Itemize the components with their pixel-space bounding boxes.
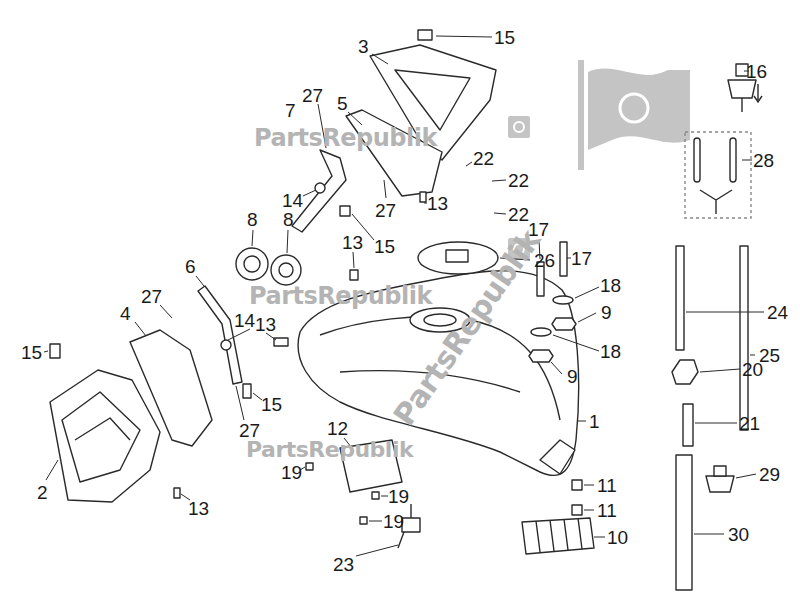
- callout-number: 4: [120, 304, 131, 323]
- callout-number: 1: [589, 412, 600, 431]
- callout-number: 15: [374, 237, 395, 256]
- callout-number: 13: [342, 233, 363, 252]
- callout-number: 27: [375, 201, 396, 220]
- callout-number: 16: [746, 62, 767, 81]
- watermark: PartsRepublik: [254, 126, 437, 150]
- callout-number: 27: [141, 287, 162, 306]
- callout-number: 6: [185, 257, 196, 276]
- callout-number: 27: [239, 421, 260, 440]
- callout-number: 10: [607, 528, 628, 547]
- callout-number: 15: [494, 28, 515, 47]
- callout-number: 19: [383, 512, 404, 531]
- callout-number: 5: [337, 94, 348, 113]
- callout-number: 23: [333, 555, 354, 574]
- callout-number: 24: [767, 303, 788, 322]
- leader-lines: [44, 36, 764, 556]
- callout-number: 2: [37, 483, 48, 502]
- callout-number: 8: [283, 210, 294, 229]
- callout-number: 9: [567, 367, 578, 386]
- callout-number: 9: [601, 303, 612, 322]
- callout-number: 21: [739, 414, 760, 433]
- callout-number: 22: [473, 149, 494, 168]
- callout-number: 30: [728, 525, 749, 544]
- callout-number: 22: [508, 205, 529, 224]
- callout-number: 15: [21, 343, 42, 362]
- callout-number: 14: [234, 311, 255, 330]
- callout-number: 13: [255, 315, 276, 334]
- callout-number: 13: [188, 499, 209, 518]
- callout-number: 20: [742, 360, 763, 379]
- callout-number: 19: [388, 487, 409, 506]
- callout-number: 11: [597, 501, 617, 520]
- callout-number: 7: [285, 101, 296, 120]
- callout-number: 17: [571, 249, 592, 268]
- callout-number: 15: [261, 395, 282, 414]
- callout-number: 14: [282, 191, 303, 210]
- callout-number: 27: [302, 86, 323, 105]
- watermark: PartsRepublik: [249, 284, 432, 308]
- callout-number: 3: [358, 37, 369, 56]
- callout-number: 29: [759, 465, 780, 484]
- callout-number: 11: [597, 476, 617, 495]
- watermark: PartsRepublik: [389, 225, 546, 431]
- callout-number: 18: [600, 342, 621, 361]
- callout-number: 28: [753, 151, 774, 170]
- callout-number: 13: [427, 194, 448, 213]
- callout-number: 18: [600, 276, 621, 295]
- callout-number: 22: [508, 171, 529, 190]
- callout-number: 12: [327, 419, 348, 438]
- watermark: PartsRepublik: [246, 439, 413, 461]
- callout-number: 19: [281, 463, 302, 482]
- callout-number: 8: [247, 210, 258, 229]
